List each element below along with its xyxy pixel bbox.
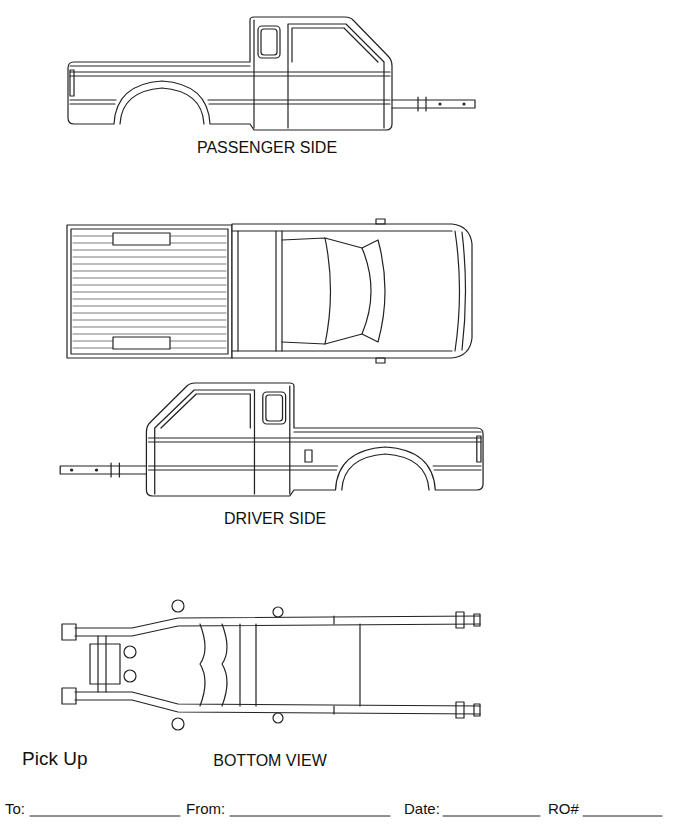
frame-bottom-view [62, 624, 76, 640]
frame-bottom-view [90, 644, 120, 684]
truck-top-view [232, 224, 472, 358]
truck-top-view [462, 232, 466, 350]
truck-top-view [73, 313, 226, 314]
fuel-door [305, 450, 312, 462]
truck-top-view [455, 231, 460, 351]
frame-bottom-view [124, 670, 136, 682]
driver-side-view [60, 383, 483, 496]
truck-top-view [67, 219, 472, 363]
truck-top-view [73, 292, 226, 293]
truck-top-view [73, 334, 226, 335]
truck-top-view [232, 230, 452, 231]
form-underline [583, 816, 662, 817]
view-label: BOTTOM VIEW [213, 752, 326, 770]
frame-bottom-view [474, 704, 480, 716]
truck-top-view [73, 250, 226, 251]
form-underline [443, 816, 540, 817]
frame-bottom-view [62, 600, 480, 730]
truck-top-view [73, 278, 226, 279]
frame-bottom-view [75, 700, 480, 714]
truck-top-view [325, 238, 371, 344]
truck-top-view [232, 350, 452, 351]
passenger-side-view [68, 17, 475, 130]
truck-top-view [73, 257, 226, 258]
truck-top-view [237, 231, 238, 351]
frame-bottom-view [172, 718, 184, 730]
frame-bottom-view [75, 616, 480, 628]
frame-bottom-view [474, 614, 480, 626]
truck-top-view [73, 285, 226, 286]
form-field-label: To: [5, 800, 25, 817]
truck-top-view [67, 225, 232, 358]
form-underline [30, 816, 180, 817]
form-underline [230, 816, 390, 817]
truck-top-view [71, 229, 228, 354]
truck-top-view [73, 299, 226, 300]
form-field-label: RO# [548, 800, 579, 817]
frame-bottom-view [333, 616, 334, 714]
frame-bottom-view [240, 624, 256, 706]
truck-top-view [376, 219, 385, 224]
frame-bottom-view [75, 692, 480, 706]
truck-top-view [73, 320, 226, 321]
frame-bottom-view [200, 624, 205, 706]
truck-top-view [281, 231, 282, 351]
frame-bottom-view [273, 713, 283, 723]
truck-top-view [73, 327, 226, 328]
frame-bottom-view [172, 600, 184, 612]
frame-bottom-view [456, 612, 464, 628]
frame-bottom-view [75, 624, 480, 636]
truck-top-view [282, 238, 331, 344]
truck-top-view [376, 358, 385, 363]
frame-bottom-view [359, 624, 360, 706]
truck-top-view [113, 337, 170, 349]
truck-top-view [73, 271, 226, 272]
frame-bottom-view [124, 646, 136, 658]
frame-bottom-view [273, 607, 283, 617]
vehicle-type: Pick Up [22, 748, 87, 770]
form-field-label: Date: [404, 800, 440, 817]
form-field-label: From: [186, 800, 225, 817]
frame-bottom-view [62, 688, 76, 704]
truck-top-view [73, 236, 226, 348]
view-label: DRIVER SIDE [224, 510, 326, 528]
truck-top-view [73, 306, 226, 307]
truck-top-view [362, 240, 385, 342]
view-label: PASSENGER SIDE [197, 139, 337, 157]
frame-bottom-view [222, 624, 227, 706]
truck-top-view [275, 231, 276, 351]
truck-top-view [73, 264, 226, 265]
frame-bottom-view [456, 702, 464, 718]
truck-top-view [113, 233, 170, 245]
